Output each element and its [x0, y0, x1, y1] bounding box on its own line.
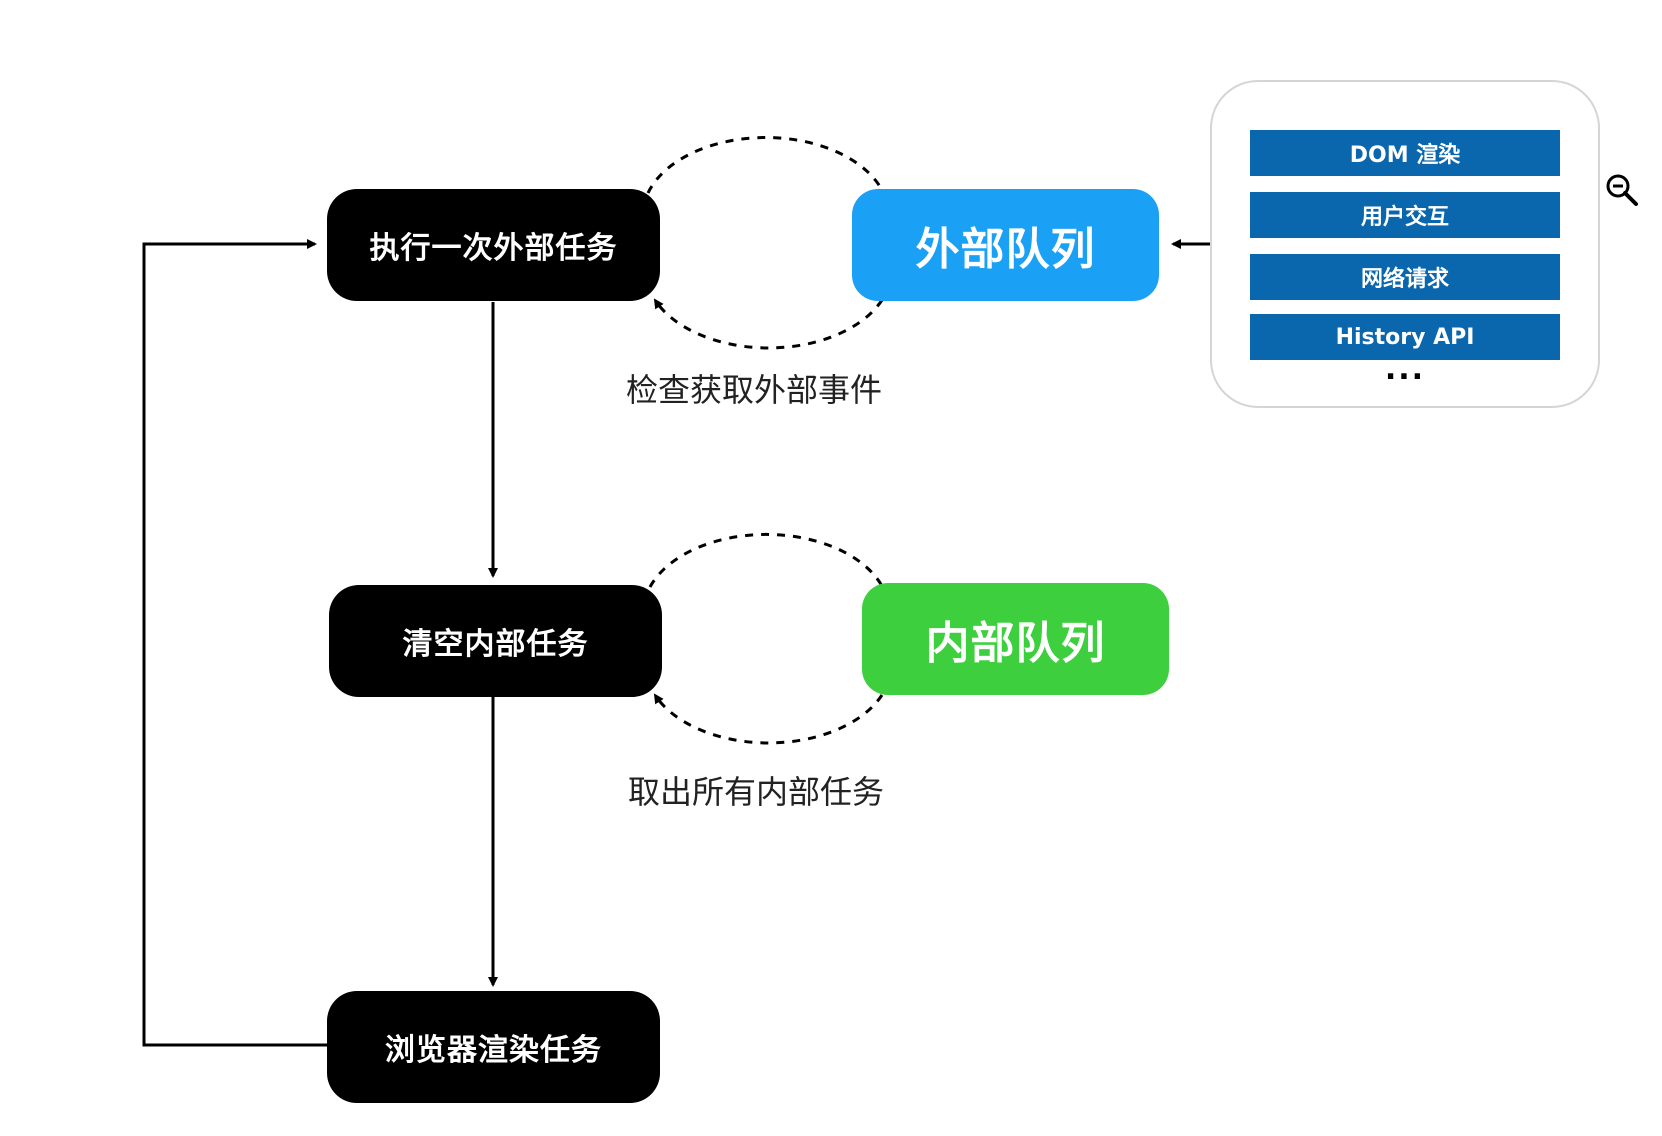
dashed-loop-internal-top — [648, 532, 884, 588]
event-item-dom-render: DOM 渲染 — [1250, 130, 1560, 176]
dashed-loop-external-bottom — [653, 298, 884, 350]
node-external-queue: 外部队列 — [852, 189, 1159, 301]
dashed-loop-internal-bottom — [653, 693, 884, 745]
zoom-out-icon[interactable] — [1604, 172, 1640, 208]
external-events-panel: DOM 渲染 用户交互 网络请求 History API ... — [1210, 80, 1600, 408]
event-item-user-interaction: 用户交互 — [1250, 192, 1560, 238]
edge-render-to-external — [142, 239, 327, 1047]
event-item-history-api: History API — [1250, 314, 1560, 360]
node-external-task: 执行一次外部任务 — [327, 189, 660, 301]
event-item-network-request: 网络请求 — [1250, 254, 1560, 300]
node-clear-internal: 清空内部任务 — [329, 585, 662, 697]
event-items-ellipsis: ... — [1384, 352, 1426, 387]
label-check-external: 检查获取外部事件 — [626, 371, 883, 409]
label-take-internal: 取出所有内部任务 — [628, 773, 885, 811]
node-browser-render: 浏览器渲染任务 — [327, 991, 660, 1103]
node-internal-queue: 内部队列 — [862, 583, 1169, 695]
dashed-loop-external-top — [646, 136, 884, 194]
